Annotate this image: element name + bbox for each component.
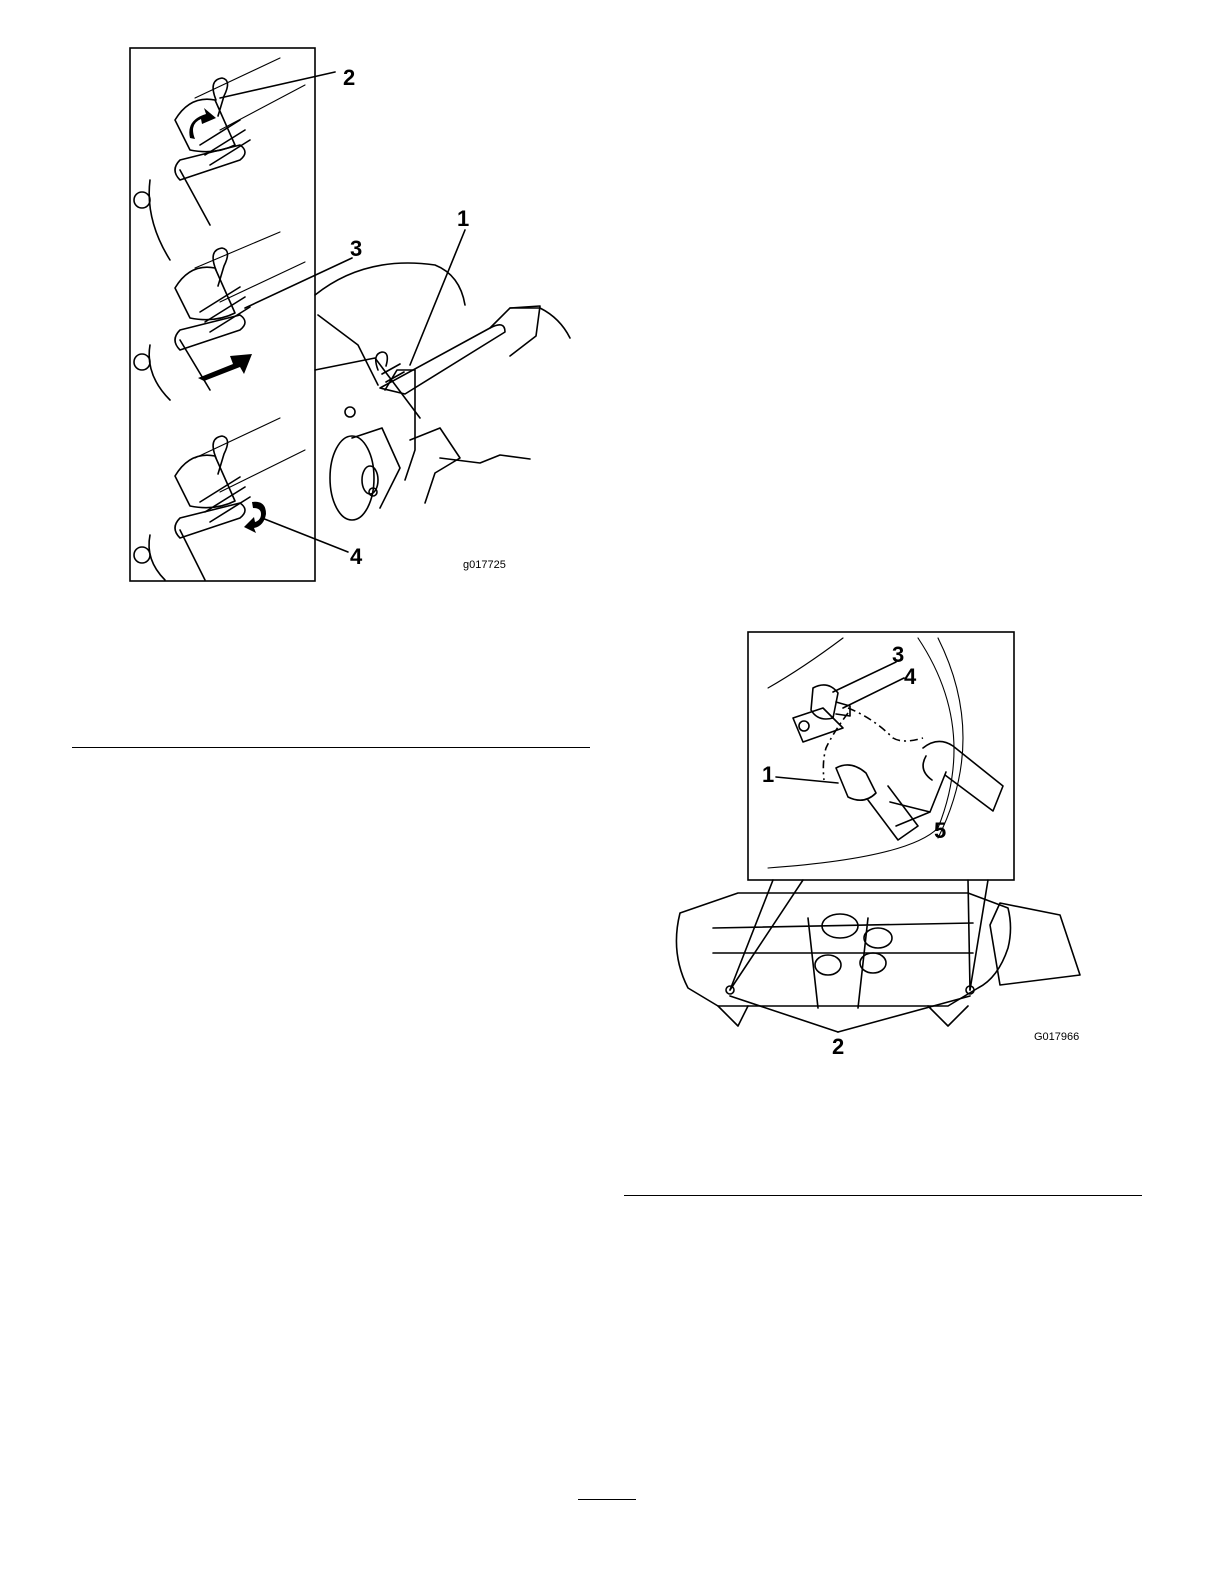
leader-2-left [730,996,838,1032]
leader-2-right [838,996,970,1032]
callout-2: 2 [832,1036,844,1058]
figure-id: G017966 [1034,1032,1079,1043]
callout-3: 3 [892,644,904,666]
leader-3 [833,662,896,692]
hose-coupler-icon [836,741,1003,840]
figure-deck-grease: 1 2 3 4 5 G017966 [668,628,1098,1058]
grease-fitting-icon [793,685,850,742]
callout-5: 5 [934,820,946,842]
section-divider [624,1195,1142,1196]
callout-4: 4 [350,546,362,568]
push-arrow-icon [198,354,252,381]
deck-illustration [668,628,1098,1058]
leader-4 [262,518,348,552]
pointer-right [968,880,970,990]
callout-1: 1 [762,764,774,786]
leader-1 [776,777,838,783]
section-divider [72,747,590,748]
footer-rule [578,1499,636,1500]
callout-4: 4 [904,666,916,688]
spring-rod-icon [134,58,305,260]
rotate-arrow-icon [189,108,216,139]
callout-2: 2 [343,67,355,89]
mower-deck-icon [676,893,1080,1026]
hitch-illustration [120,40,580,590]
callout-1: 1 [457,208,469,230]
leader-1 [410,230,465,365]
leader-2 [220,72,335,98]
figure-id: g017725 [463,560,506,571]
caster-wheel-icon [315,263,570,520]
figure-hitch-assembly: 1 2 3 4 g017725 [120,40,580,590]
callout-3: 3 [350,238,362,260]
